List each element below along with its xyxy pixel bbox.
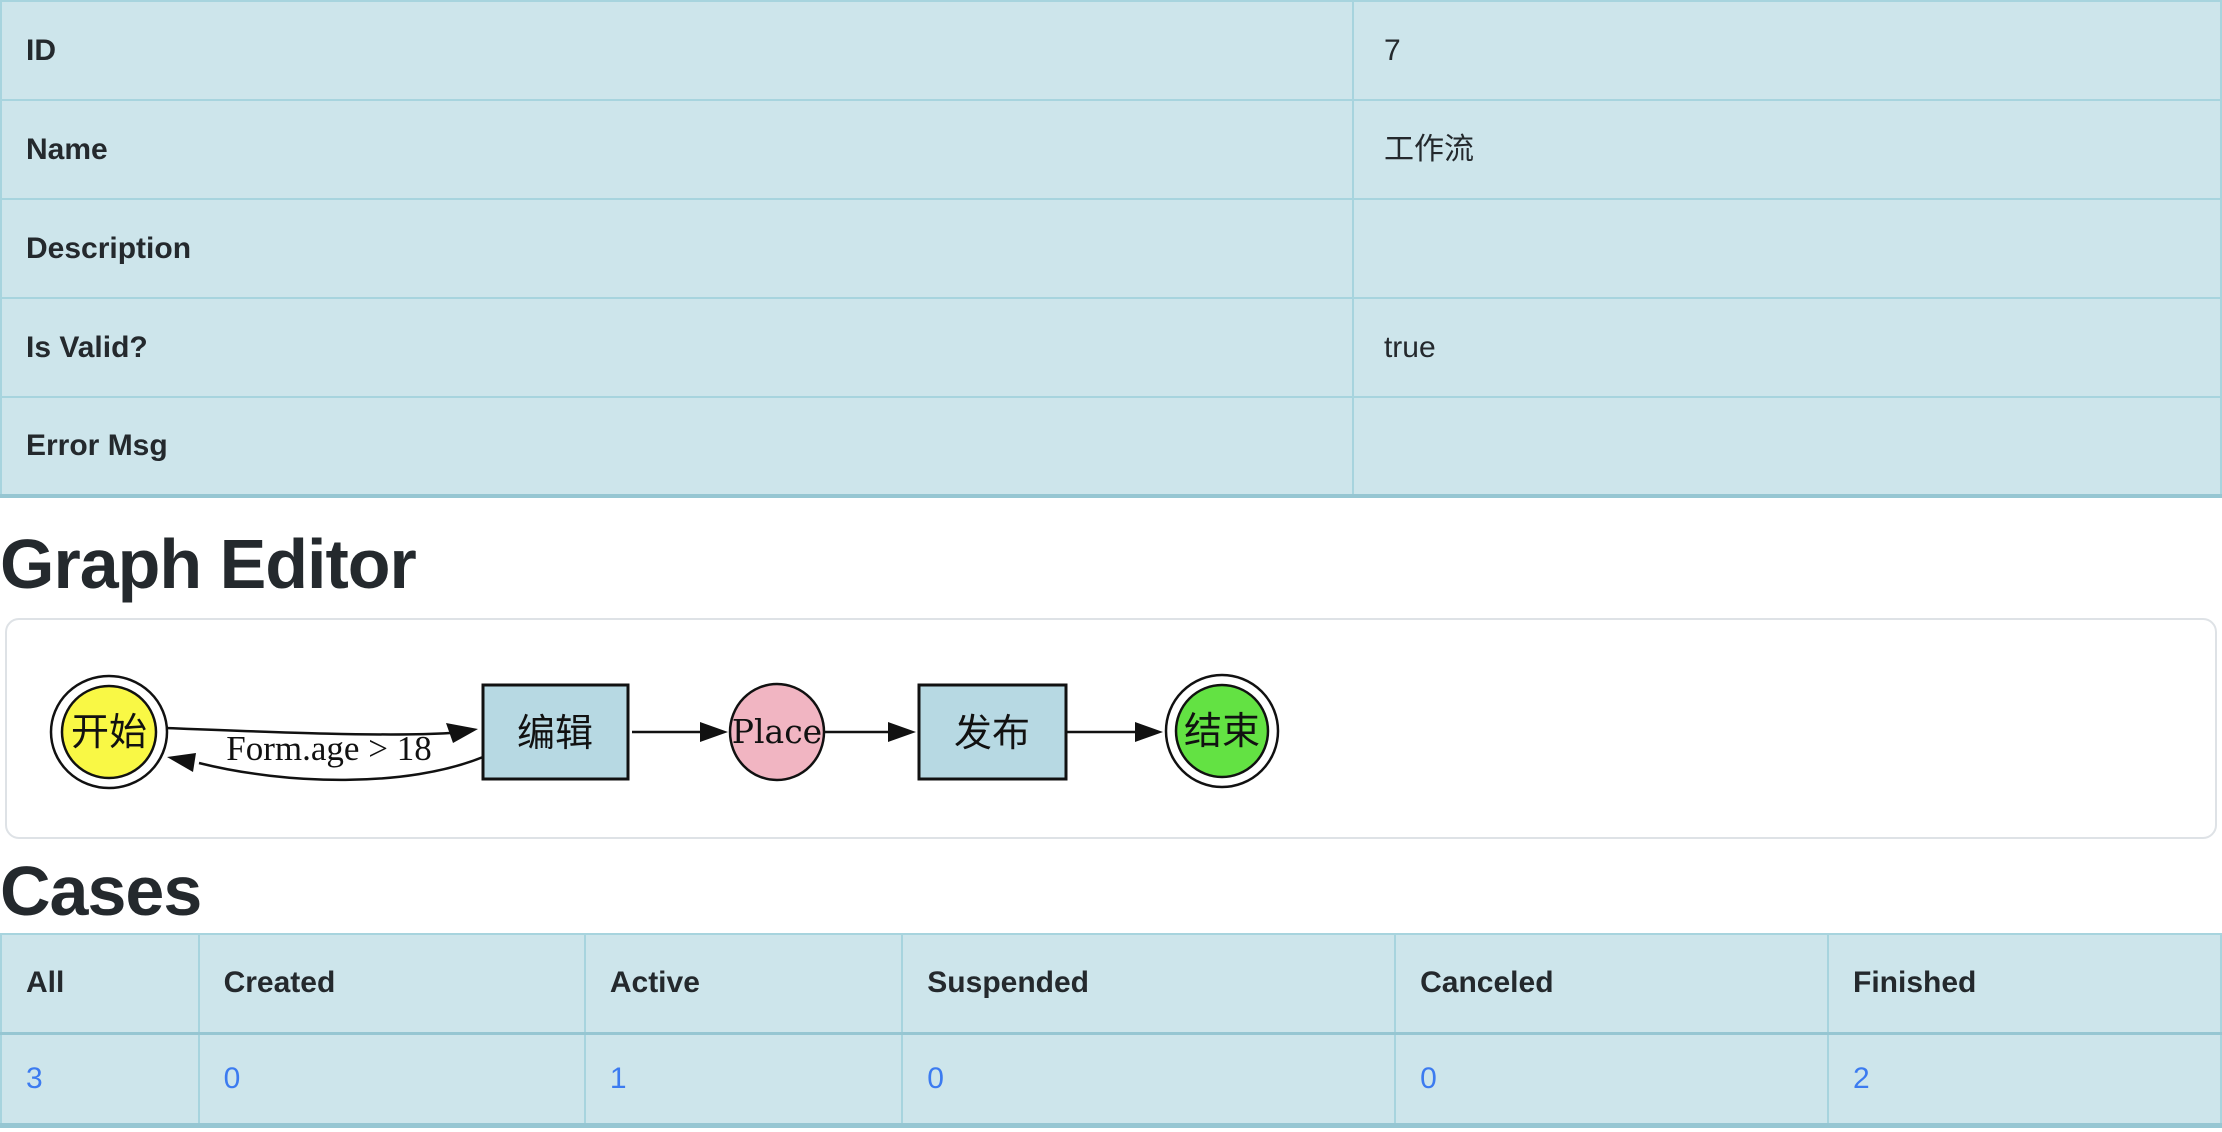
table-row: Error Msg	[0, 396, 2222, 498]
graph-node-end[interactable]: 结束	[1164, 673, 1280, 789]
arrowhead-icon	[167, 753, 196, 772]
cases-col-finished: Finished	[1827, 933, 2222, 1035]
graph-node-start[interactable]: 开始	[49, 674, 169, 790]
info-value-is-valid: true	[1351, 297, 2222, 398]
cases-count-row: 3 0 1 0 0 2	[0, 1032, 2222, 1128]
graph-editor-canvas[interactable]: Form.age > 18 开始 编辑 P	[5, 618, 2217, 839]
table-row: Name 工作流	[0, 99, 2222, 200]
info-value-name: 工作流	[1351, 99, 2222, 200]
graph-editor-heading: Graph Editor	[0, 525, 417, 603]
node-label-publish: 发布	[954, 711, 1030, 755]
node-label-start: 开始	[71, 710, 147, 754]
cases-col-suspended: Suspended	[901, 933, 1397, 1035]
arrowhead-icon	[446, 723, 478, 743]
cases-count-all-link[interactable]: 3	[26, 1061, 43, 1095]
edge-edit-to-start: Form.age > 18	[167, 729, 484, 782]
cases-table: All Created Active Suspended Canceled Fi…	[0, 933, 2222, 1128]
cases-count-active-link[interactable]: 1	[609, 1061, 627, 1095]
edge-condition-label: Form.age > 18	[226, 729, 431, 768]
cases-heading: Cases	[0, 852, 202, 930]
graph-node-place[interactable]: Place	[728, 682, 826, 782]
cases-count-canceled-link[interactable]: 0	[1420, 1061, 1437, 1095]
cases-count-suspended-link[interactable]: 0	[927, 1061, 944, 1095]
cases-header-row: All Created Active Suspended Canceled Fi…	[0, 933, 2222, 1035]
info-label-is-valid: Is Valid?	[0, 297, 1354, 398]
workflow-info-table: ID 7 Name 工作流 Description Is Valid? true…	[0, 0, 2222, 498]
info-value-error-msg	[1351, 396, 2222, 498]
info-label-error-msg: Error Msg	[0, 396, 1354, 498]
cases-count-created-link[interactable]: 0	[223, 1061, 241, 1095]
info-label-id: ID	[0, 0, 1354, 101]
workflow-graph: Form.age > 18 开始 编辑 P	[49, 673, 1280, 790]
cases-col-active: Active	[583, 933, 904, 1035]
graph-node-publish[interactable]: 发布	[917, 683, 1068, 781]
table-row: Is Valid? true	[0, 297, 2222, 398]
edge-place-to-publish	[825, 722, 916, 742]
node-label-end: 结束	[1184, 709, 1260, 753]
node-label-place: Place	[732, 712, 822, 751]
edge-publish-to-end	[1067, 722, 1163, 742]
cases-col-created: Created	[197, 933, 586, 1035]
cases-col-all: All	[0, 933, 200, 1035]
cases-col-canceled: Canceled	[1394, 933, 1830, 1035]
info-label-name: Name	[0, 99, 1354, 200]
arrowhead-icon	[700, 722, 728, 742]
info-label-description: Description	[0, 198, 1354, 299]
info-value-id: 7	[1351, 0, 2222, 101]
edge-start-to-edit	[166, 723, 478, 743]
arrowhead-icon	[1135, 722, 1163, 742]
table-row: ID 7	[0, 0, 2222, 101]
node-label-edit: 编辑	[517, 711, 593, 755]
info-value-description	[1351, 198, 2222, 299]
graph-node-edit[interactable]: 编辑	[481, 683, 630, 781]
arrowhead-icon	[888, 722, 916, 742]
edge-edit-to-place	[632, 722, 728, 742]
table-row: Description	[0, 198, 2222, 299]
cases-count-finished-link[interactable]: 2	[1853, 1061, 1870, 1095]
